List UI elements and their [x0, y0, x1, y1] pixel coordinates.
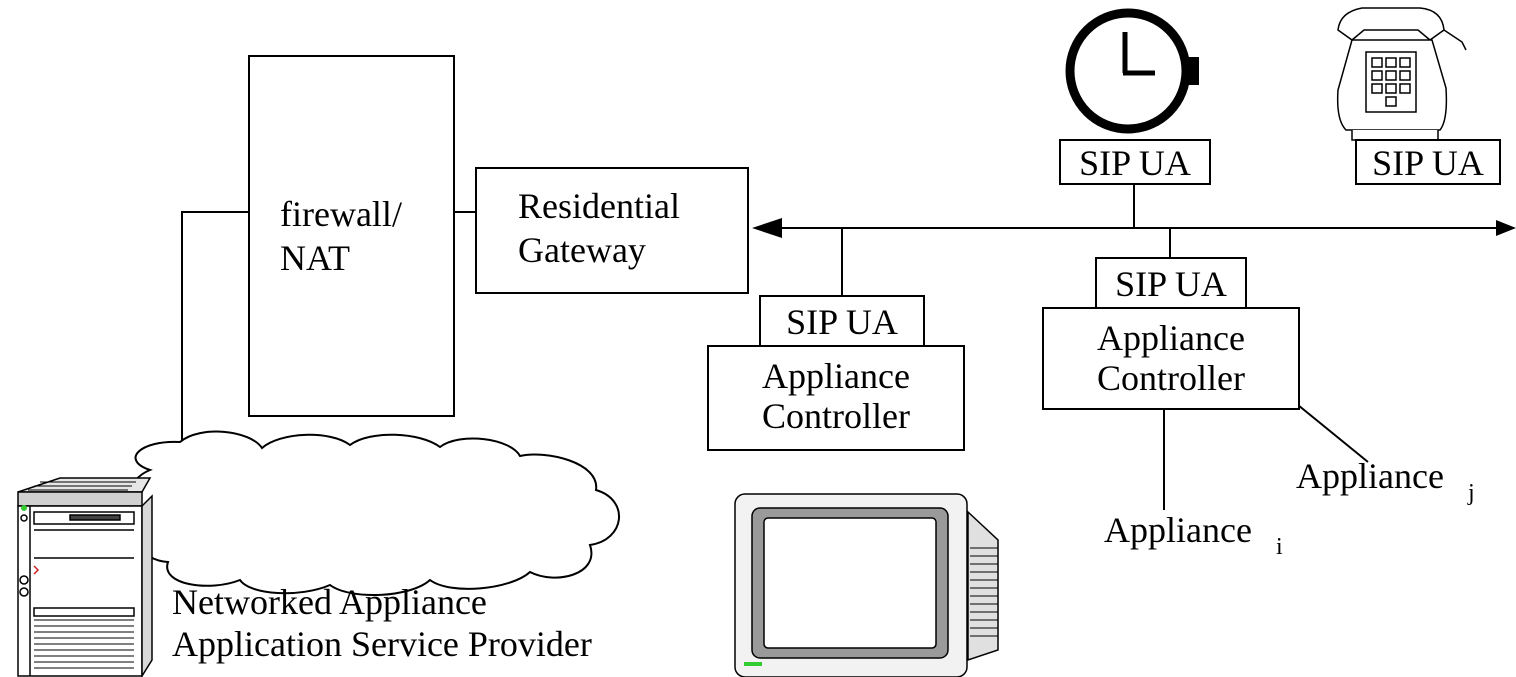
bus-arrow-right [1496, 220, 1516, 236]
left-controller-label-line1: Appliance [762, 356, 910, 396]
provider-label-line2: Application Service Provider [172, 624, 592, 664]
appliance-j-label: Appliance j [1296, 456, 1475, 506]
telephone-sip-ua-box: SIP UA [1355, 139, 1501, 185]
firewall-nat-box: firewall/ NAT [248, 55, 455, 417]
right-appliance-controller-box: Appliance Controller [1042, 307, 1300, 410]
appliance-i-base: Appliance [1104, 510, 1252, 550]
cloud-firewall-link [181, 211, 249, 440]
left-controller-sip-ua-label: SIP UA [786, 302, 898, 342]
gateway-label-line1: Residential [518, 186, 680, 226]
right-controller-label-line2: Controller [1097, 358, 1245, 398]
gateway-label-line2: Gateway [518, 230, 646, 270]
left-appliance-controller-box: Appliance Controller [707, 345, 965, 451]
clock-sip-ua-box: SIP UA [1059, 139, 1211, 185]
appliance-j-base: Appliance [1296, 456, 1444, 496]
right-controller-sip-ua-label: SIP UA [1115, 264, 1227, 304]
provider-label-line1: Networked Appliance [172, 582, 487, 622]
firewall-label-line2: NAT [280, 238, 350, 278]
appliance-j-subscript: j [1467, 480, 1475, 506]
connector-lines [181, 184, 1516, 510]
internet-cloud-icon [128, 430, 621, 597]
controller-appliance-j-link [1297, 404, 1369, 463]
left-controller-label-line2: Controller [762, 396, 910, 436]
residential-gateway-box: Residential Gateway [475, 167, 749, 294]
left-controller-sip-ua-box: SIP UA [759, 295, 925, 347]
server-tower-icon [17, 477, 153, 677]
clock-icon [1065, 8, 1199, 134]
right-controller-label-line1: Appliance [1097, 318, 1245, 358]
clock-sip-ua-label: SIP UA [1079, 143, 1191, 183]
firewall-label-line1: firewall/ [280, 194, 402, 234]
telephone-sip-ua-label: SIP UA [1372, 143, 1484, 183]
appliance-i-label: Appliance i [1104, 510, 1283, 560]
provider-label: Networked Appliance Application Service … [172, 582, 592, 664]
bus-arrow-left [752, 218, 782, 238]
appliance-i-subscript: i [1276, 534, 1283, 560]
right-controller-sip-ua-box: SIP UA [1095, 257, 1247, 309]
telephone-icon [1336, 7, 1467, 141]
monitor-icon [734, 493, 999, 677]
